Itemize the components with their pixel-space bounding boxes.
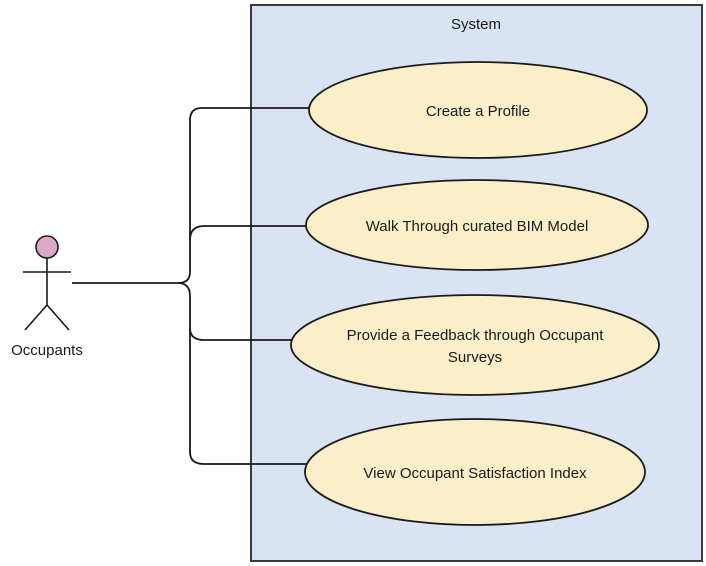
actor-left-leg: [24, 304, 48, 331]
use-case-label: Create a Profile: [426, 103, 530, 120]
system-title: System: [451, 16, 501, 33]
use-case-ellipse: [305, 179, 649, 271]
use-case-walk-through: Walk Through curated BIM Model: [305, 179, 649, 271]
use-case-ellipse: [290, 294, 660, 396]
use-case-create-profile: Create a Profile: [308, 61, 648, 159]
actor-head-icon: [35, 235, 59, 259]
use-case-provide-feedback: Provide a Feedback through Occupant Surv…: [290, 294, 660, 396]
use-case-label-line1: Provide a Feedback through Occupant: [347, 327, 605, 344]
use-case-view-satisfaction: View Occupant Satisfaction Index: [304, 418, 646, 526]
use-case-ellipse: [308, 61, 648, 159]
use-case-label: Walk Through curated BIM Model: [366, 218, 589, 235]
connector-trunk: [72, 107, 312, 284]
connector-satisfaction: [189, 328, 308, 465]
use-case-ellipse: [304, 418, 646, 526]
use-case-label: View Occupant Satisfaction Index: [363, 465, 587, 482]
use-case-label-line2: Surveys: [448, 349, 502, 366]
connectors: [72, 107, 312, 465]
actor-label: Occupants: [11, 342, 83, 359]
actor-right-leg: [46, 304, 70, 331]
connector-walkthrough: [189, 225, 308, 241]
actor-occupants: Occupants: [11, 235, 83, 359]
